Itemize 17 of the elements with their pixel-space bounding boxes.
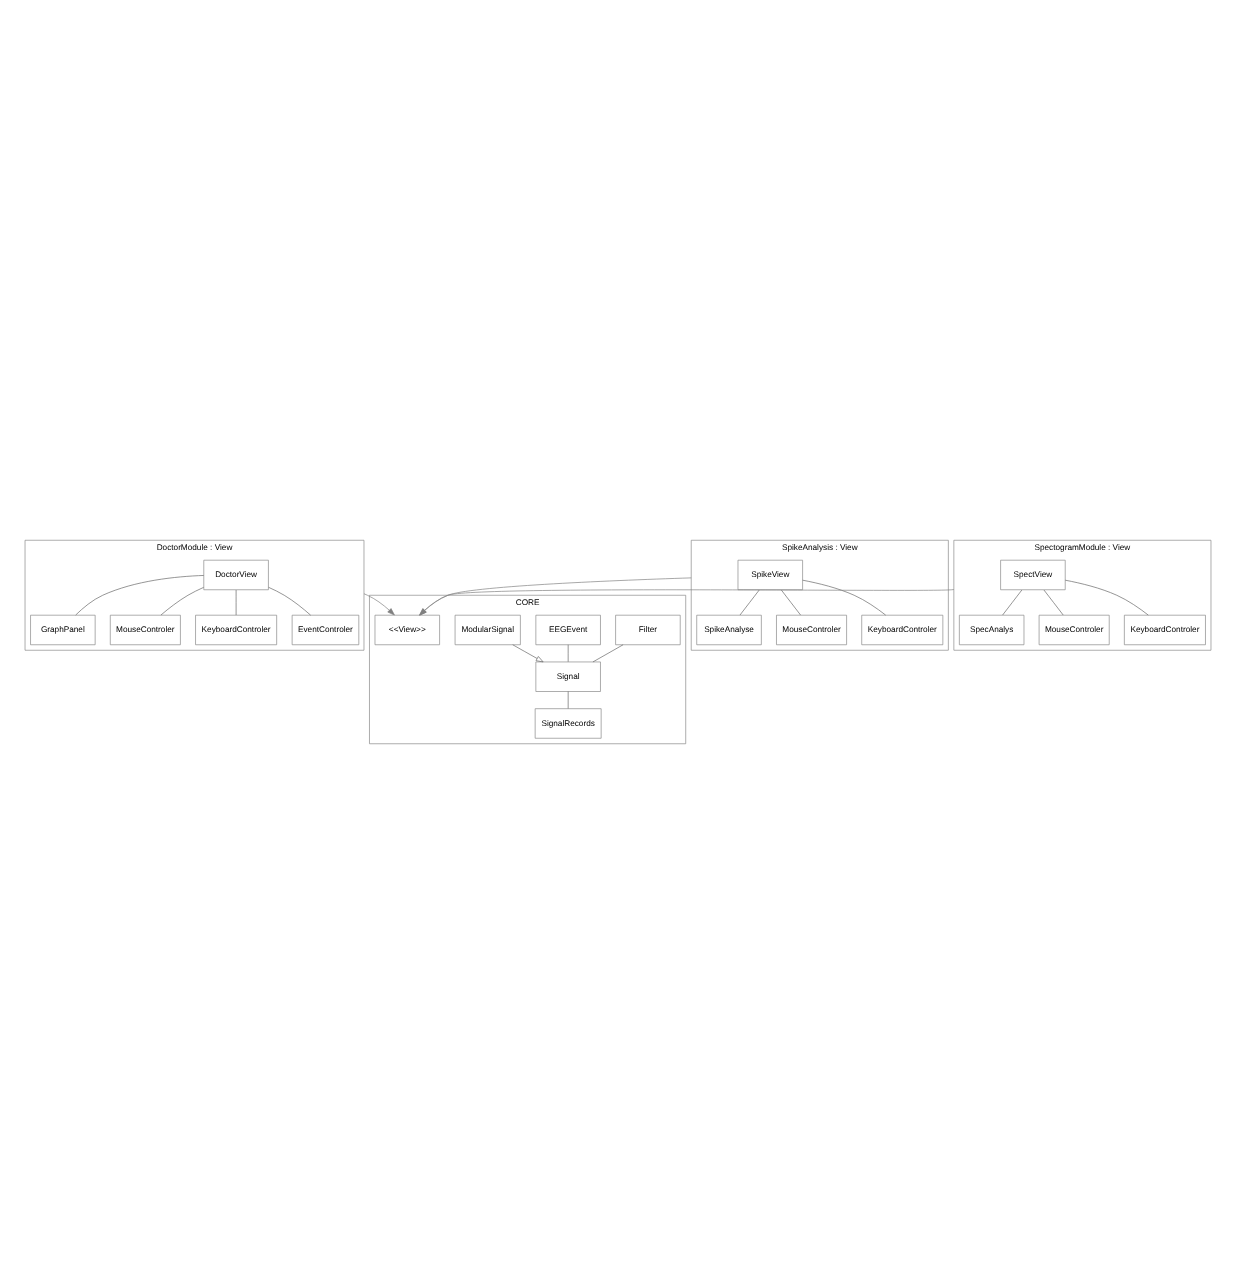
connector — [781, 588, 801, 615]
connector — [592, 643, 624, 662]
connector — [75, 574, 205, 615]
arrow — [363, 592, 395, 615]
connector — [567, 643, 569, 662]
connector — [1064, 578, 1149, 615]
connector — [802, 578, 886, 615]
connector — [567, 690, 569, 708]
arrow — [419, 588, 955, 615]
arrow — [512, 643, 544, 662]
arrow — [419, 576, 692, 615]
connector — [1043, 588, 1064, 615]
connector — [160, 586, 204, 615]
connector — [1002, 588, 1023, 615]
connector — [739, 588, 760, 615]
connector — [268, 585, 311, 615]
connector — [235, 588, 237, 615]
